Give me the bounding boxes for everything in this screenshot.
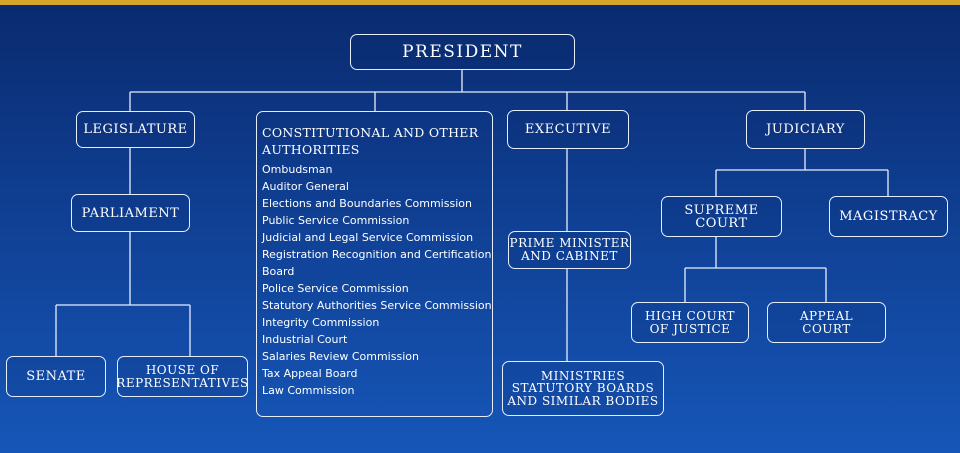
judiciary-box: JUDICIARY — [746, 110, 865, 149]
authority-item: Industrial Court — [262, 333, 348, 346]
appeal-court-box: APPEAL COURT — [767, 302, 886, 343]
supreme-court-box: SUPREME COURT — [661, 196, 782, 237]
authority-item: Tax Appeal Board — [262, 367, 358, 380]
authority-item: Law Commission — [262, 384, 355, 397]
president-box: PRESIDENT — [350, 34, 575, 70]
high-court-box: HIGH COURT OF JUSTICE — [631, 302, 749, 343]
senate-box: SENATE — [6, 356, 106, 397]
house-of-representatives-box: HOUSE OF REPRESENTATIVES — [116, 356, 248, 397]
authority-item: Integrity Commission — [262, 316, 380, 329]
legislature-box: LEGISLATURE — [76, 111, 195, 148]
prime-minister-box: PRIME MINISTER AND CABINET — [508, 231, 631, 269]
authority-item: Elections and Boundaries Commission — [262, 197, 472, 210]
constitutional-authorities-panel: CONSTITUTIONAL AND OTHER AUTHORITIES Omb… — [256, 111, 493, 417]
magistracy-box: MAGISTRACY — [829, 196, 948, 237]
authority-item: Public Service Commission — [262, 214, 410, 227]
authority-item: Ombudsman — [262, 163, 333, 176]
executive-box: EXECUTIVE — [507, 110, 629, 149]
authority-item: Board — [262, 265, 295, 278]
constitutional-authorities-list: Ombudsman Auditor General Elections and … — [262, 161, 492, 399]
authority-item: Police Service Commission — [262, 282, 409, 295]
authority-item: Auditor General — [262, 180, 349, 193]
ministries-box: MINISTRIES STATUTORY BOARDS AND SIMILAR … — [502, 361, 664, 416]
top-accent-bar — [0, 0, 960, 5]
authority-item: Salaries Review Commission — [262, 350, 419, 363]
parliament-box: PARLIAMENT — [71, 194, 190, 232]
authority-item: Statutory Authorities Service Commission — [262, 299, 492, 312]
constitutional-authorities-title: CONSTITUTIONAL AND OTHER AUTHORITIES — [262, 125, 479, 157]
authority-item: Judicial and Legal Service Commission — [262, 231, 474, 244]
authority-item: Registration Recognition and Certificati… — [262, 248, 492, 261]
